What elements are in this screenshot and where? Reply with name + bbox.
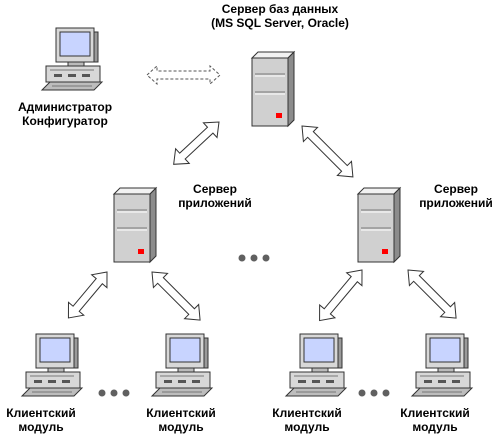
client-label-3: Клиентский модуль bbox=[264, 406, 350, 434]
appright-client3-arrow bbox=[319, 269, 363, 322]
db-appright-arrow bbox=[301, 125, 354, 178]
app-server-left-label-line1: Сервер bbox=[193, 182, 237, 196]
appright-client4-arrow bbox=[407, 269, 457, 319]
client-label-4: Клиентский модуль bbox=[392, 406, 478, 434]
client-label-3-line1: Клиентский bbox=[272, 406, 342, 420]
app-server-right-label-line1: Сервер bbox=[434, 182, 478, 196]
client-label-4-line2: модуль bbox=[412, 420, 458, 434]
ellipsis-clients-left bbox=[98, 389, 130, 397]
app-server-left-icon bbox=[113, 187, 157, 263]
client-label-2-line1: Клиентский bbox=[146, 406, 216, 420]
client-label-3-line2: модуль bbox=[284, 420, 330, 434]
client-label-1-line2: модуль bbox=[18, 420, 64, 434]
app-server-left-label: Сервер приложений bbox=[172, 182, 258, 210]
app-server-right-label: Сервер приложений bbox=[412, 182, 500, 210]
db-server-label-line1: Сервер баз данных bbox=[221, 2, 339, 16]
client-computer-2-icon bbox=[151, 333, 213, 397]
app-server-left-label-line2: приложений bbox=[178, 196, 252, 210]
app-server-right-label-line2: приложений bbox=[419, 196, 493, 210]
db-server-label: Сервер баз данных (MS SQL Server, Oracle… bbox=[200, 2, 360, 30]
admin-db-dashed-arrow bbox=[146, 64, 221, 86]
client-label-2: Клиентский модуль bbox=[138, 406, 224, 434]
app-server-right-icon bbox=[357, 187, 401, 263]
client-computer-4-icon bbox=[411, 333, 473, 397]
ellipsis-clients-right bbox=[358, 389, 390, 397]
admin-label: Администратор Конфигуратор bbox=[4, 100, 126, 128]
client-label-1-line1: Клиентский bbox=[6, 406, 76, 420]
client-label-4-line1: Клиентский bbox=[400, 406, 470, 420]
client-label-1: Клиентский модуль bbox=[0, 406, 82, 434]
admin-label-line1: Администратор bbox=[17, 100, 113, 114]
admin-computer-icon bbox=[41, 27, 103, 91]
admin-label-line2: Конфигуратор bbox=[22, 114, 108, 128]
appleft-client2-arrow bbox=[151, 271, 201, 321]
appleft-client1-arrow bbox=[67, 271, 108, 319]
db-server-label-line2: (MS SQL Server, Oracle) bbox=[211, 16, 349, 30]
client-computer-3-icon bbox=[285, 333, 347, 397]
db-server-icon bbox=[251, 51, 295, 127]
client-label-2-line2: модуль bbox=[158, 420, 204, 434]
db-appleft-arrow bbox=[173, 121, 220, 165]
client-computer-1-icon bbox=[21, 333, 83, 397]
ellipsis-servers bbox=[238, 254, 270, 262]
